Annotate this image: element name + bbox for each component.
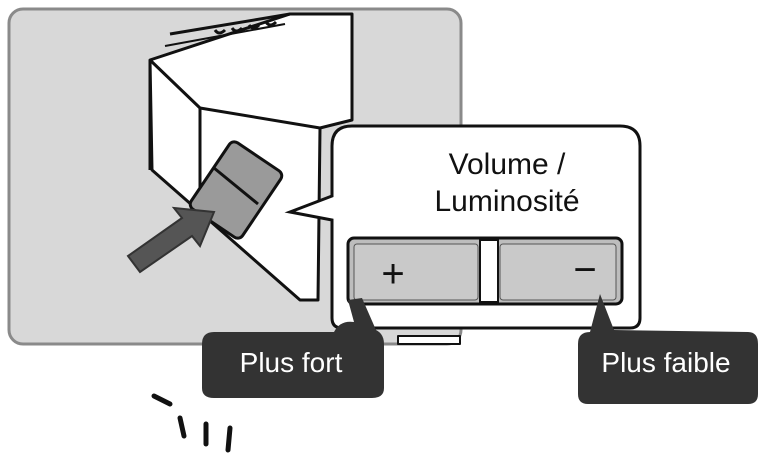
key-minus-face: [499, 243, 617, 301]
plus-key-label: +: [381, 252, 405, 296]
tag-quieter-shape: [578, 294, 758, 404]
key-divider: [479, 239, 499, 303]
pointing-arrow: [126, 206, 216, 274]
volume-key-pair: [346, 236, 624, 306]
callout-title-line2: Luminosité: [434, 185, 580, 218]
louder-label: Plus fort: [239, 347, 343, 378]
press-marks: [151, 393, 233, 453]
key-plus-face: [353, 243, 479, 301]
callout-title: Volume / Luminosité: [392, 146, 622, 220]
callout-title-line1: Volume /: [448, 148, 566, 181]
tag-louder-shape: [202, 298, 384, 398]
quieter-label: Plus faible: [601, 347, 731, 378]
minus-key-label: −: [573, 248, 597, 292]
